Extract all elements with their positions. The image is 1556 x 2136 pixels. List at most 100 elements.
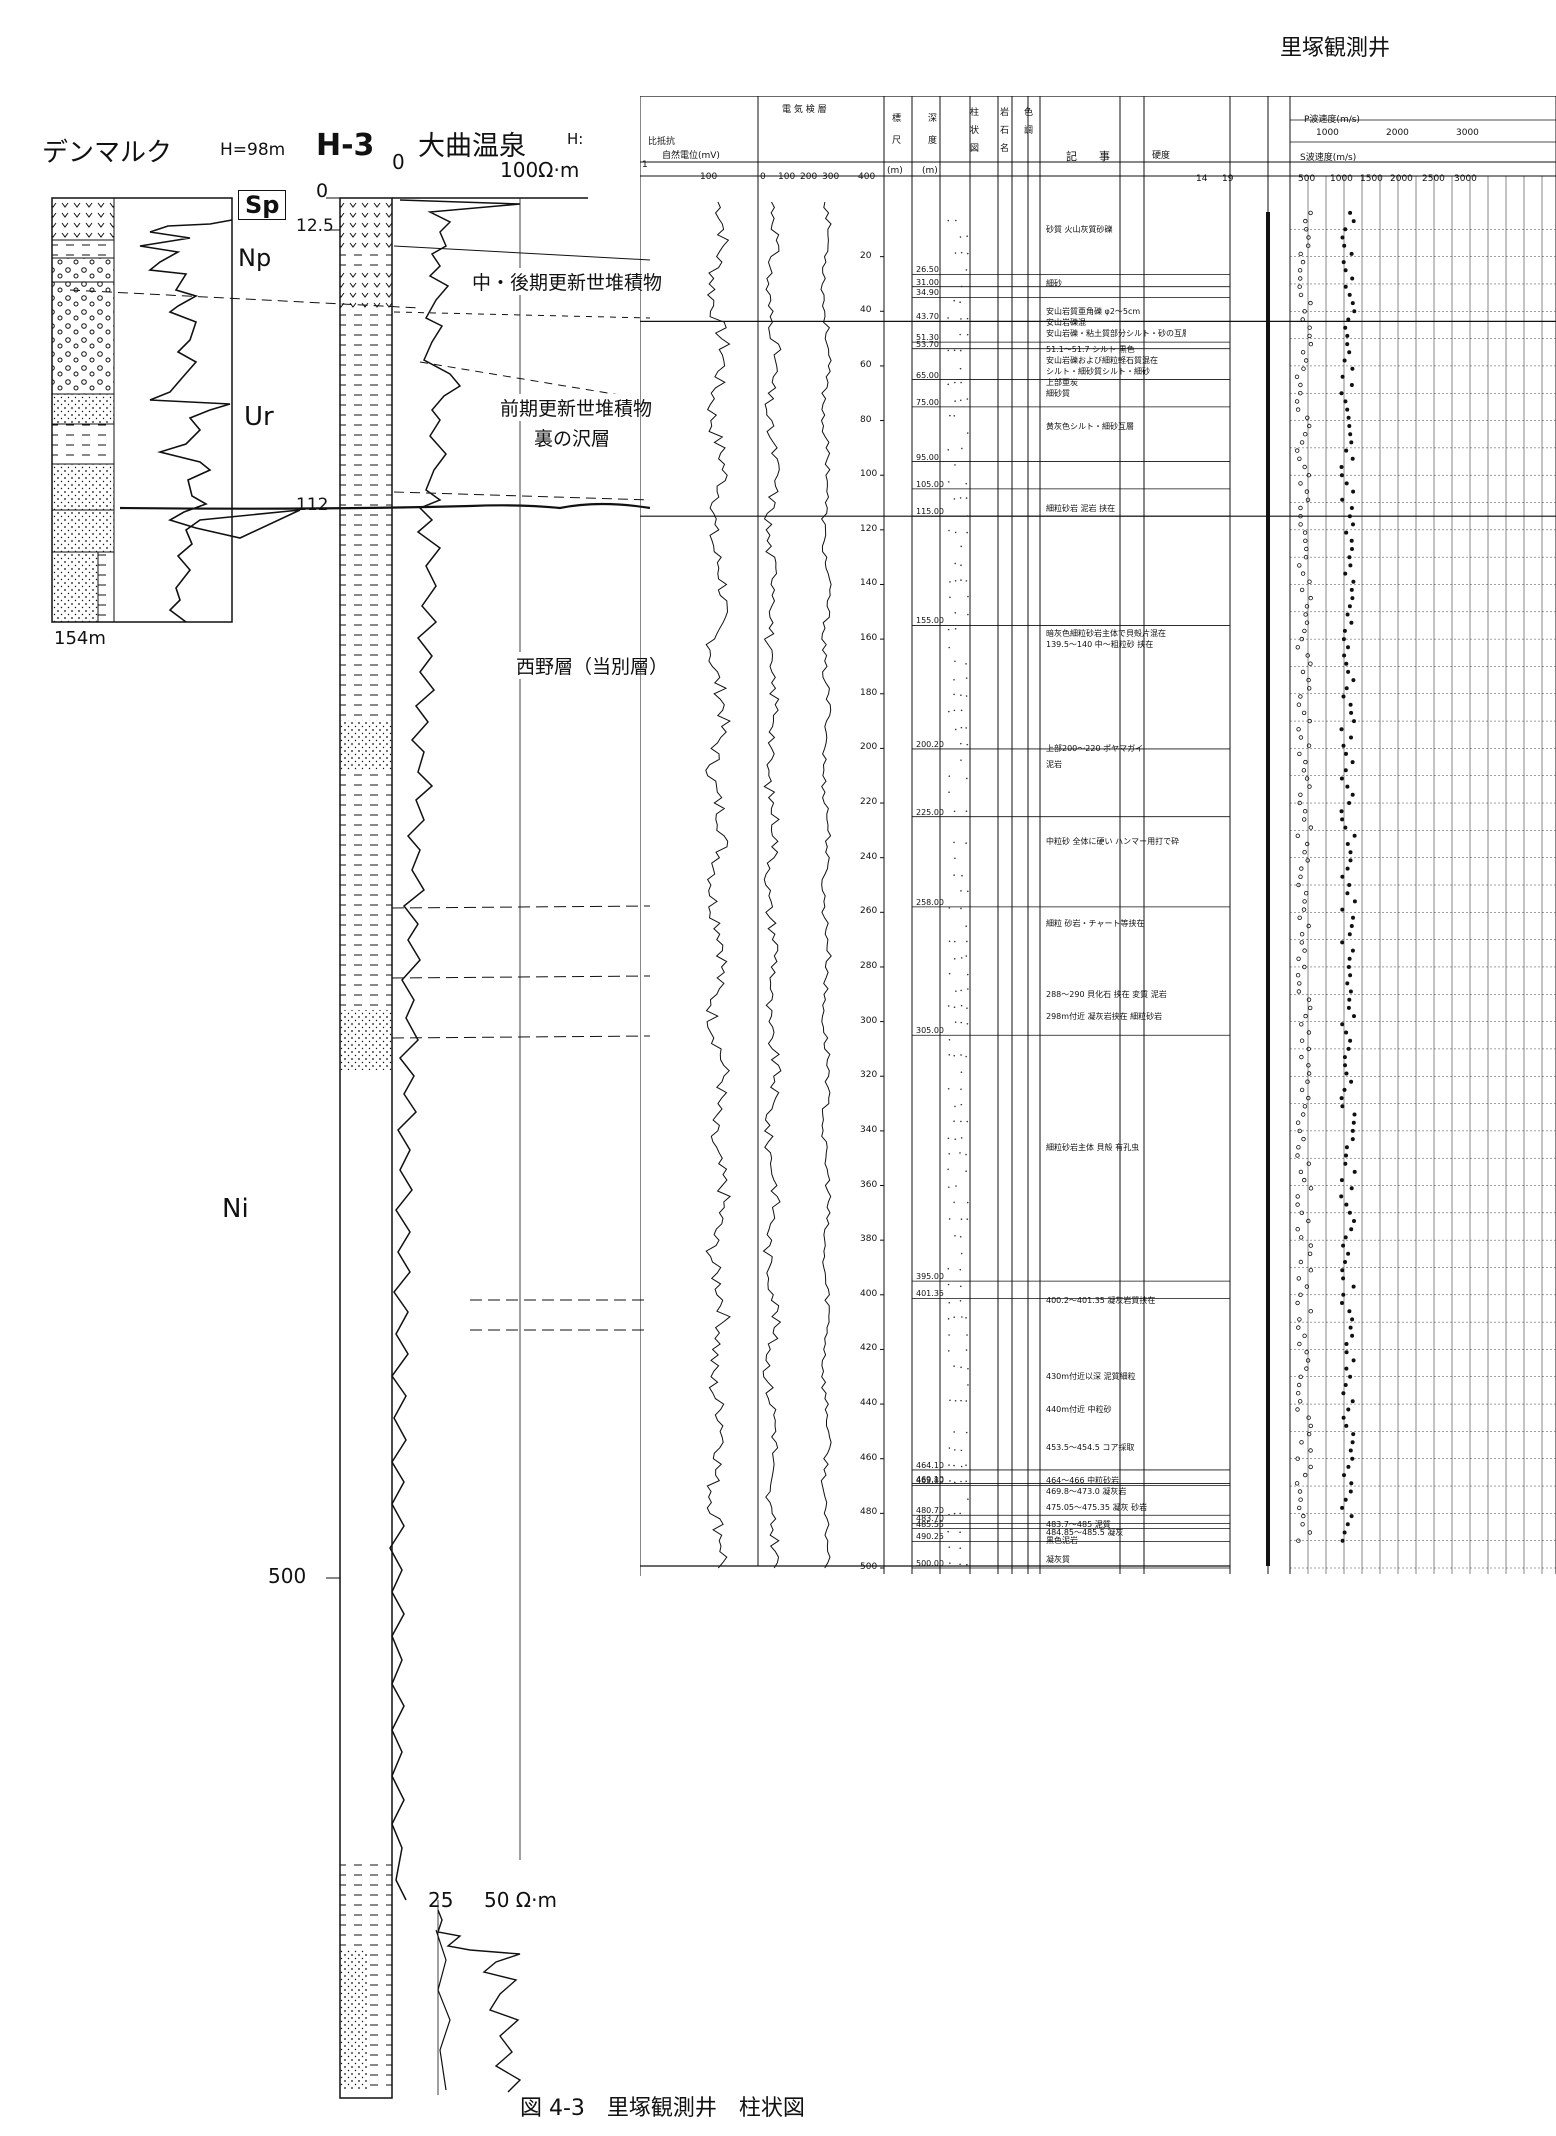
column-dot [959, 301, 961, 303]
boundary-depth-label: 500.00 [916, 1559, 944, 1568]
column-dot [967, 1384, 969, 1386]
column-dot [965, 1056, 967, 1058]
s-velocity-point [1296, 646, 1300, 650]
s-velocity-point [1297, 728, 1301, 732]
s-velocity-point [1301, 670, 1305, 674]
omagari-lower-scale-a: 25 [428, 1888, 453, 1912]
column-dot [967, 432, 969, 434]
column-dot [965, 1400, 967, 1402]
p-velocity-point [1351, 457, 1354, 460]
p-velocity-point [1347, 416, 1350, 419]
p-velocity-point [1346, 343, 1349, 346]
sp-tick-0: 0 [760, 172, 766, 182]
s-velocity-point [1296, 408, 1300, 412]
s-velocity-point [1302, 367, 1306, 371]
column-dot [953, 415, 955, 417]
p-velocity-point [1341, 1269, 1344, 1272]
s-velocity-point [1305, 842, 1309, 846]
p-velocity-point [1345, 449, 1348, 452]
column-header: 柱状図 [970, 104, 982, 158]
s-velocity-point [1308, 326, 1312, 330]
p-velocity-point [1341, 1105, 1344, 1108]
s-velocity-point [1303, 900, 1307, 904]
column-dot [948, 711, 950, 713]
note-entry: 上部200〜220 ポヤマガイ [1046, 743, 1143, 754]
s-velocity-point [1307, 678, 1311, 682]
formation-ni-label: Ni [222, 1194, 249, 1224]
p-velocity-point [1347, 1252, 1350, 1255]
p-velocity-point [1344, 269, 1347, 272]
p-velocity-point [1345, 531, 1348, 534]
p-velocity-point [1345, 1424, 1348, 1427]
sp-curve-sheet-2 [821, 202, 831, 1568]
p-velocity-point [1345, 1031, 1348, 1034]
p-velocity-point [1351, 793, 1354, 796]
s-velocity-point [1306, 416, 1310, 420]
p-tick-3000: 3000 [1456, 128, 1479, 138]
s-velocity-point [1299, 875, 1303, 879]
column-dot [967, 398, 969, 400]
p-velocity-point [1350, 588, 1353, 591]
boundary-depth-label: 305.00 [916, 1026, 944, 1035]
p-velocity-point [1341, 908, 1344, 911]
p-velocity-point [1344, 1162, 1347, 1165]
p-velocity-point [1341, 875, 1344, 878]
column-dot [955, 628, 957, 630]
s-velocity-point [1298, 1400, 1302, 1404]
column-dot [960, 1300, 962, 1302]
s-velocity-point [1302, 1514, 1306, 1518]
s-velocity-point [1307, 1416, 1311, 1420]
column-dot [961, 1466, 963, 1468]
p-velocity-point [1352, 679, 1355, 682]
s-velocity-point [1307, 1162, 1311, 1166]
s-velocity-point [1305, 621, 1309, 625]
s-velocity-point [1299, 736, 1303, 740]
column-dot [965, 483, 967, 485]
s-velocity-point [1295, 1482, 1299, 1486]
electric-log-header: 電 気 検 層 [782, 102, 827, 115]
p-velocity-point [1340, 1097, 1343, 1100]
p-velocity-point [1347, 318, 1350, 321]
column-dot [953, 1120, 955, 1122]
column-dot [960, 318, 962, 320]
s-velocity-point [1308, 1252, 1312, 1256]
p-velocity-point [1351, 1129, 1354, 1132]
p-velocity-point [1351, 1318, 1354, 1321]
p-velocity-point [1346, 892, 1349, 895]
column-dot [967, 334, 969, 336]
column-dot [949, 415, 951, 417]
depth-scale-label: 280 [860, 961, 877, 971]
p-velocity-point [1346, 867, 1349, 870]
s-velocity-point [1303, 1334, 1307, 1338]
column-dot [967, 318, 969, 320]
depth-label-500: 500 [268, 1564, 306, 1588]
column-dot [948, 1005, 950, 1007]
p-velocity-point [1350, 383, 1353, 386]
s-velocity-point [1309, 1244, 1313, 1248]
unit-m-scale: (m) [887, 166, 903, 176]
column-dot [948, 1514, 950, 1516]
column-dot [967, 1023, 969, 1025]
p-velocity-point [1353, 834, 1356, 837]
p-velocity-point [1349, 851, 1352, 854]
column-dot [948, 629, 950, 631]
s-velocity-point [1309, 211, 1313, 215]
note-entry: 51.1〜51.7 シルト 黒色 [1046, 344, 1135, 355]
s-velocity-point [1299, 1236, 1303, 1240]
column-dot [947, 317, 949, 319]
column-dot [965, 842, 967, 844]
s-velocity-point [1302, 818, 1306, 822]
p-velocity-point [1340, 1179, 1343, 1182]
p-velocity-point [1343, 654, 1346, 657]
p-velocity-point [1340, 777, 1343, 780]
s-velocity-point [1300, 1055, 1304, 1059]
column-dot [960, 1400, 962, 1402]
column-dot [966, 532, 968, 534]
p-velocity-point [1344, 572, 1347, 575]
column-dot [949, 973, 951, 975]
p-velocity-point [1349, 433, 1352, 436]
p-velocity-point [1345, 1342, 1348, 1345]
column-dot [954, 1482, 956, 1484]
s-velocity-point [1307, 1031, 1311, 1035]
column-dot [966, 810, 968, 812]
